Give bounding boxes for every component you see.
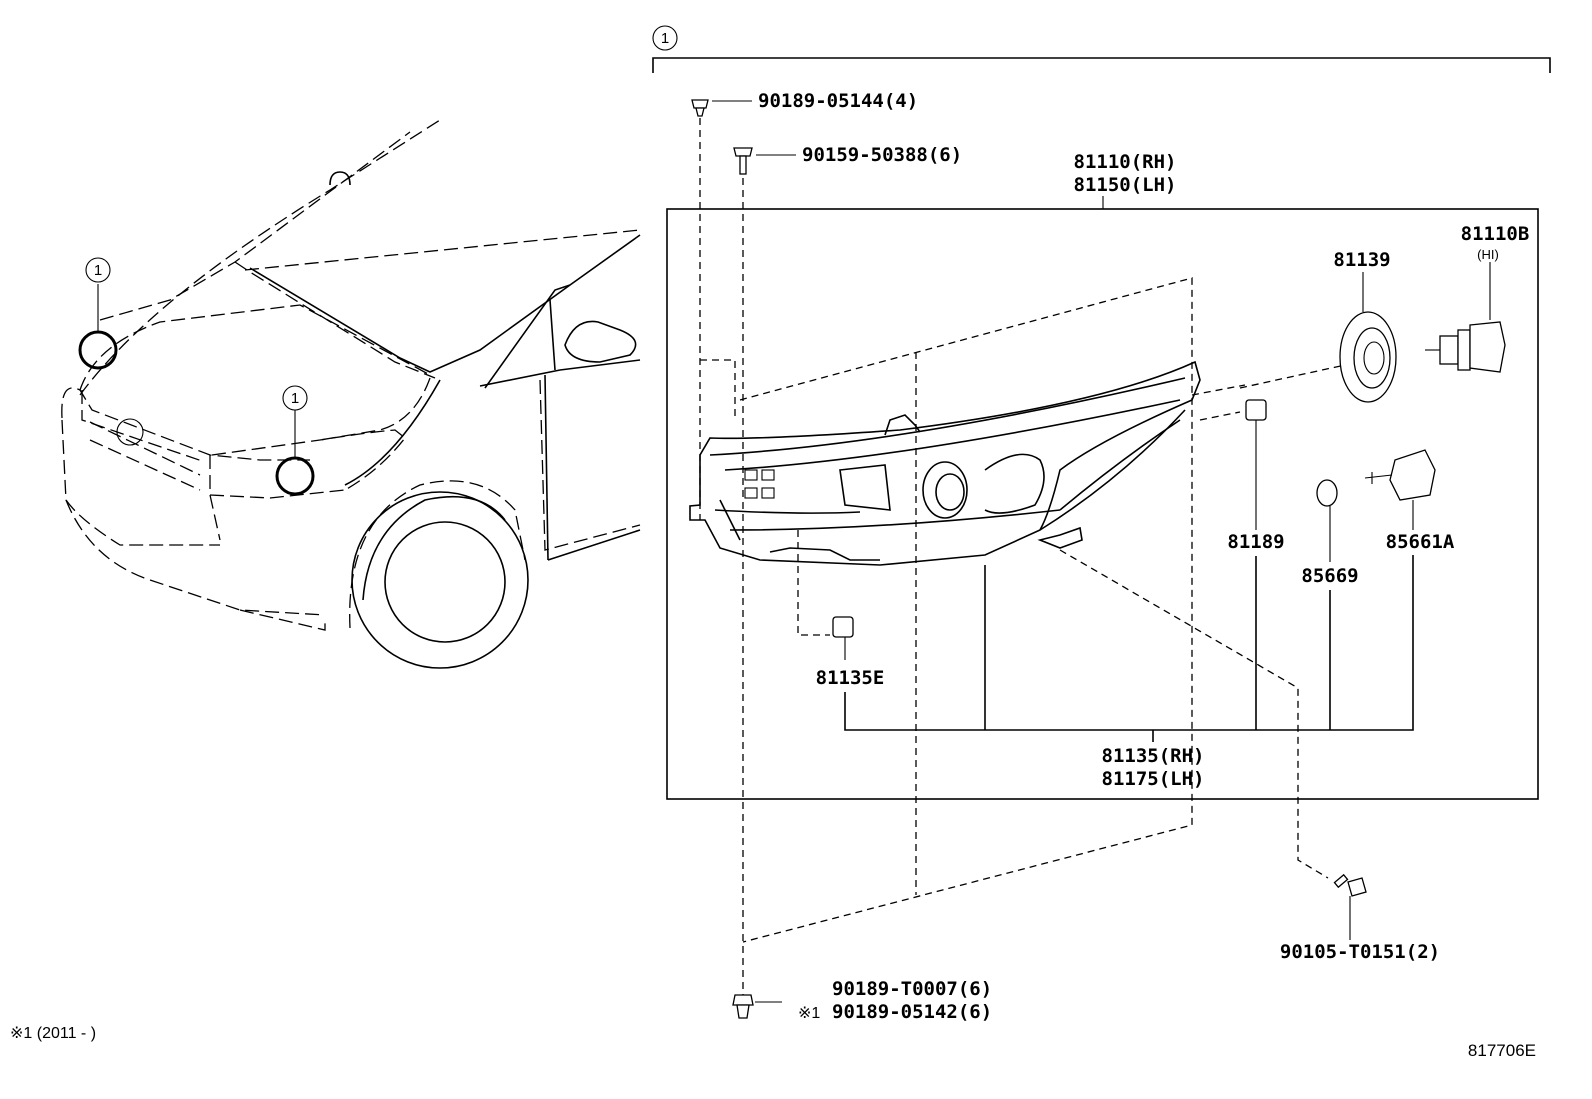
unit-label-lh: 81175(LH) (1102, 768, 1205, 790)
assembly-callout: 1 (661, 30, 669, 47)
part-plug: 81189 (1227, 531, 1284, 553)
assembly-bracket (652, 25, 1551, 73)
screw-top-icon (733, 147, 753, 175)
vehicle-illustration (61, 119, 641, 669)
actuator-icon (1364, 449, 1436, 501)
part-cover: 81139 (1333, 249, 1390, 271)
bulb-icon (1425, 321, 1506, 373)
unit-label-rh: 81135(RH) (1102, 745, 1205, 767)
diagram-id: 817706E (1468, 1041, 1536, 1060)
part-actuator: 85661A (1386, 531, 1455, 553)
footnote: ※1 (2011 - ) (10, 1025, 96, 1042)
plug-icon (1245, 399, 1267, 421)
assembly-label-lh: 81150(LH) (1074, 174, 1177, 196)
clip-top-icon (691, 99, 709, 117)
part-clip-bottom-1: 90189-T0007(6) (832, 978, 992, 1000)
gasket-icon (1316, 479, 1338, 507)
part-screw-top: 90159-50388(6) (802, 144, 962, 166)
part-bulb-type: (HI) (1477, 247, 1499, 262)
part-clip-top: 90189-05144(4) (758, 90, 918, 112)
part-grommet: 81135E (816, 667, 885, 689)
vehicle-callout-right-lamp: 1 (291, 390, 299, 407)
assembly-label-rh: 81110(RH) (1074, 151, 1177, 173)
vehicle-callout-left-lamp: 1 (94, 262, 102, 279)
clip-bottom-icon (732, 994, 754, 1019)
headlamp-assembly-box (666, 208, 1539, 800)
bolt-icon (1333, 873, 1367, 940)
part-clip-bottom-2-mark: ※1 (798, 1005, 820, 1022)
part-clip-bottom-2: 90189-05142(6) (832, 1001, 992, 1023)
part-gasket: 85669 (1301, 565, 1358, 587)
headlamp-unit (689, 277, 1346, 943)
part-bulb-number: 81110B (1461, 223, 1530, 245)
part-bolt: 90105-T0151(2) (1280, 941, 1440, 963)
grommet-icon (832, 616, 854, 638)
cover-icon (1339, 311, 1397, 403)
